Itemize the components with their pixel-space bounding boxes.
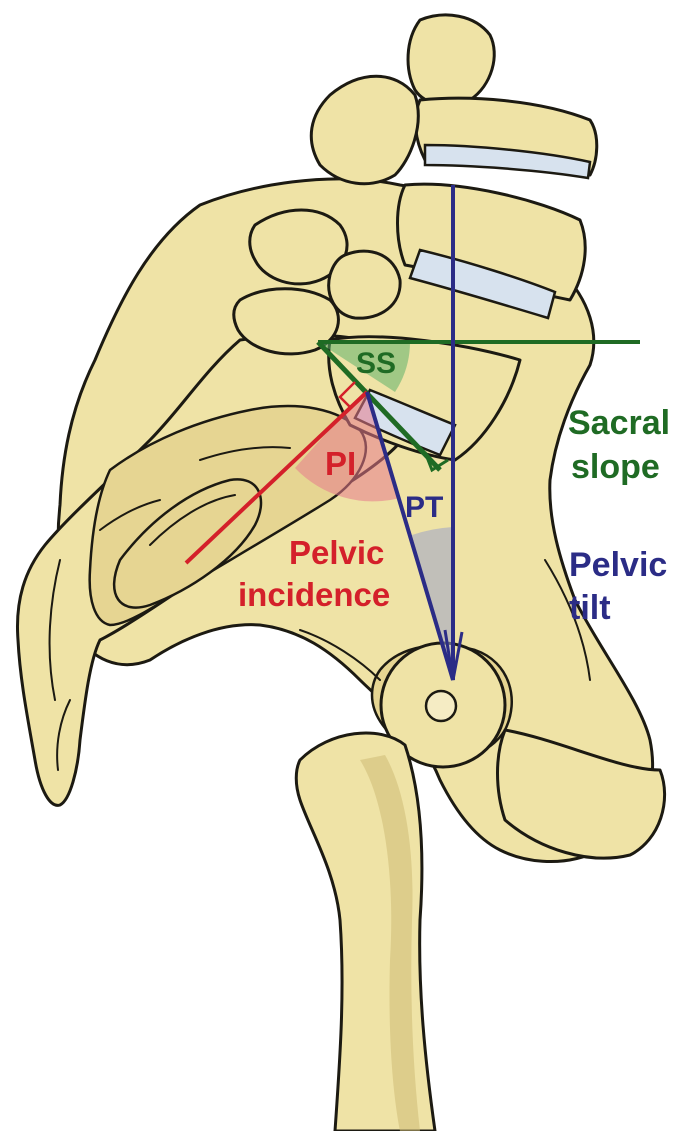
ss-label: SS (356, 347, 396, 380)
pelvic-tilt-label-line2: tilt (569, 589, 611, 627)
sacral-foramen (112, 478, 263, 609)
right-angle-marker (338, 381, 356, 409)
pelvic-tilt-label-line1: Pelvic (569, 546, 667, 584)
pt-label: PT (405, 491, 443, 524)
vertebra-top (406, 13, 496, 107)
pelvic-incidence-label-line1: Pelvic (289, 534, 384, 571)
ss-pointer-tick (423, 451, 449, 473)
ss-angle-arc (318, 342, 410, 392)
sacral-slope-label-line2: slope (571, 448, 660, 486)
vertebra-posterior-elements (309, 74, 420, 186)
hip-axis-arrowhead (443, 629, 464, 681)
pelvic-incidence-label-line2: incidence (238, 576, 390, 613)
femur-shadow (360, 755, 420, 1131)
vertebra-facet (327, 249, 402, 320)
greater-trochanter (496, 728, 667, 860)
sacral-endplate-line (316, 340, 442, 472)
vertebra-spinous-process (248, 208, 349, 286)
endplate-perpendicular-line (184, 390, 369, 565)
vertebra-lamina (232, 287, 340, 356)
sacral-slope-label-line1: Sacral (568, 404, 670, 442)
disc-l4-l5 (423, 143, 592, 180)
endplate-to-hip-axis-line (365, 391, 455, 681)
hip-axis-center (424, 689, 458, 723)
disc-l5-s1 (408, 248, 557, 320)
pi-label: PI (325, 445, 356, 482)
